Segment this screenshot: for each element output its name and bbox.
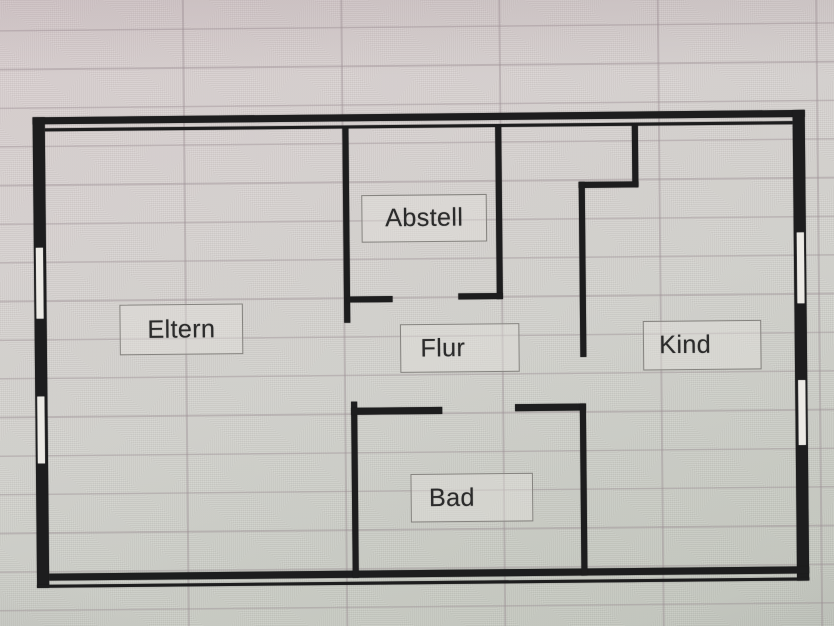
window-right-upper	[796, 232, 805, 304]
wall-bad-top-right	[515, 403, 586, 412]
wall-kind-lower	[578, 181, 587, 357]
wall-kind-jog	[578, 181, 639, 188]
window-left-lower	[37, 396, 45, 464]
room-label-kind: Kind	[642, 319, 762, 371]
window-left-upper	[35, 247, 44, 319]
wall-kind-upper	[631, 124, 639, 187]
room-label-eltern: Eltern	[119, 303, 244, 356]
wall-bad-right	[579, 403, 588, 576]
room-label-bad: Bad	[410, 472, 534, 523]
window-right-lower	[798, 380, 806, 445]
wall-abstell-door-stub-right	[458, 292, 503, 300]
wall-bad-top-left	[351, 406, 443, 415]
outer-wall-left	[32, 117, 50, 588]
wall-abstell-left	[342, 127, 351, 323]
wall-abstell-right	[495, 125, 503, 300]
wall-abstell-door-stub-left	[347, 296, 393, 303]
room-label-flur: Flur	[399, 323, 520, 373]
wall-bad-left	[351, 401, 359, 578]
outer-wall-right	[792, 109, 810, 581]
room-label-abstell: Abstell	[361, 193, 488, 243]
